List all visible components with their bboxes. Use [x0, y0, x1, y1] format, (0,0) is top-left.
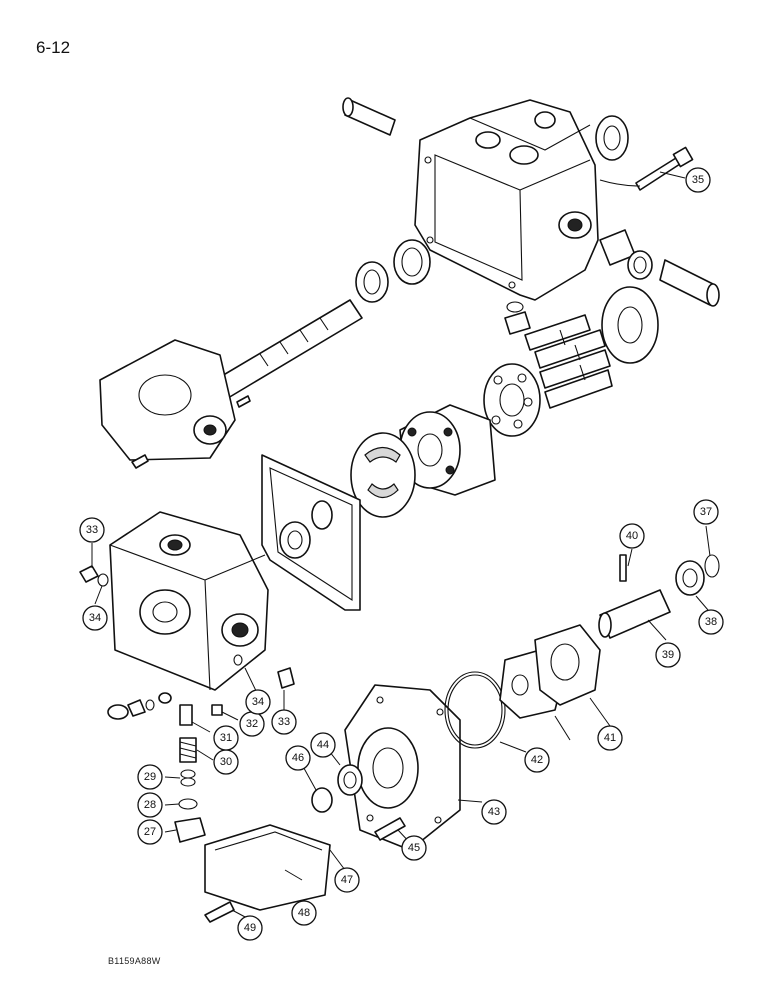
callout-40: 40	[619, 523, 645, 549]
bearing-38	[675, 554, 720, 596]
dowel-pin	[131, 454, 149, 469]
svg-text:48: 48	[298, 907, 310, 919]
svg-text:41: 41	[604, 732, 616, 744]
shaft-seal	[595, 115, 629, 161]
pivot-pin-right	[659, 259, 720, 307]
svg-text:49: 49	[244, 922, 256, 934]
svg-text:47: 47	[341, 874, 353, 886]
svg-text:45: 45	[408, 842, 420, 854]
o-ring-small	[506, 301, 524, 313]
svg-text:43: 43	[488, 806, 500, 818]
coupling-shaft	[598, 554, 671, 639]
pump-gears	[499, 624, 601, 719]
cap-screw-45	[374, 817, 406, 841]
svg-text:29: 29	[144, 771, 156, 783]
callout-41: 41	[597, 725, 623, 751]
svg-text:33: 33	[278, 716, 290, 728]
cap-screw-35	[599, 146, 694, 191]
svg-text:38: 38	[705, 616, 717, 628]
thrust-washer	[601, 286, 659, 364]
relief-valve-parts	[107, 654, 295, 843]
pivot-pin-left	[342, 97, 396, 136]
callout-28: 28	[137, 792, 163, 818]
tapered-bearing	[355, 239, 431, 303]
needle-bearing	[599, 229, 653, 280]
callout-44: 44	[310, 732, 336, 758]
callout-32: 32	[239, 711, 265, 737]
callout-46: 46	[285, 745, 311, 771]
callout-37: 37	[693, 499, 719, 525]
svg-text:34: 34	[252, 696, 264, 708]
callout-47: 47	[334, 867, 360, 893]
callout-39: 39	[655, 642, 681, 668]
retainer-plate	[483, 363, 541, 437]
callout-45: 45	[401, 835, 427, 861]
dowel-pin	[236, 395, 251, 408]
page-number: 6-12	[36, 38, 71, 57]
plug	[504, 311, 531, 335]
svg-text:27: 27	[144, 826, 156, 838]
end-cap-top	[99, 339, 236, 461]
svg-text:35: 35	[692, 174, 704, 186]
callout-31: 31	[213, 725, 239, 751]
callout-34: 34	[82, 605, 108, 631]
pump-bushings	[311, 764, 363, 813]
callout-42: 42	[524, 747, 550, 773]
svg-text:32: 32	[246, 718, 258, 730]
callout-34: 34	[245, 689, 271, 715]
svg-text:40: 40	[626, 530, 638, 542]
o-ring-42	[444, 671, 506, 749]
svg-text:34: 34	[89, 612, 101, 624]
pump-housing	[414, 99, 599, 301]
gear-pump-housing	[344, 684, 461, 851]
callout-38: 38	[698, 609, 724, 635]
figure-code: B1159A88W	[108, 956, 161, 966]
svg-text:28: 28	[144, 799, 156, 811]
gear-cover	[204, 824, 331, 911]
callout-33: 33	[271, 709, 297, 735]
svg-text:33: 33	[86, 524, 98, 536]
callout-29: 29	[137, 764, 163, 790]
svg-text:46: 46	[292, 752, 304, 764]
piston-set	[524, 314, 613, 409]
svg-text:44: 44	[317, 739, 329, 751]
callout-33: 33	[79, 517, 105, 543]
callout-27: 27	[137, 819, 163, 845]
svg-text:42: 42	[531, 754, 543, 766]
svg-text:37: 37	[700, 506, 712, 518]
callout-43: 43	[481, 799, 507, 825]
bearing-race	[279, 500, 333, 559]
callout-49: 49	[237, 915, 263, 941]
valve-plate	[350, 432, 416, 518]
gasket	[261, 454, 361, 611]
plug-33-top	[79, 565, 109, 587]
callout-35: 35	[685, 167, 711, 193]
callout-48: 48	[291, 900, 317, 926]
svg-text:39: 39	[662, 649, 674, 661]
drive-shaft	[211, 299, 363, 401]
svg-text:31: 31	[220, 732, 232, 744]
valve-block	[109, 511, 269, 691]
cap-screw-49	[204, 901, 235, 923]
callout-30: 30	[213, 749, 239, 775]
svg-text:30: 30	[220, 756, 232, 768]
